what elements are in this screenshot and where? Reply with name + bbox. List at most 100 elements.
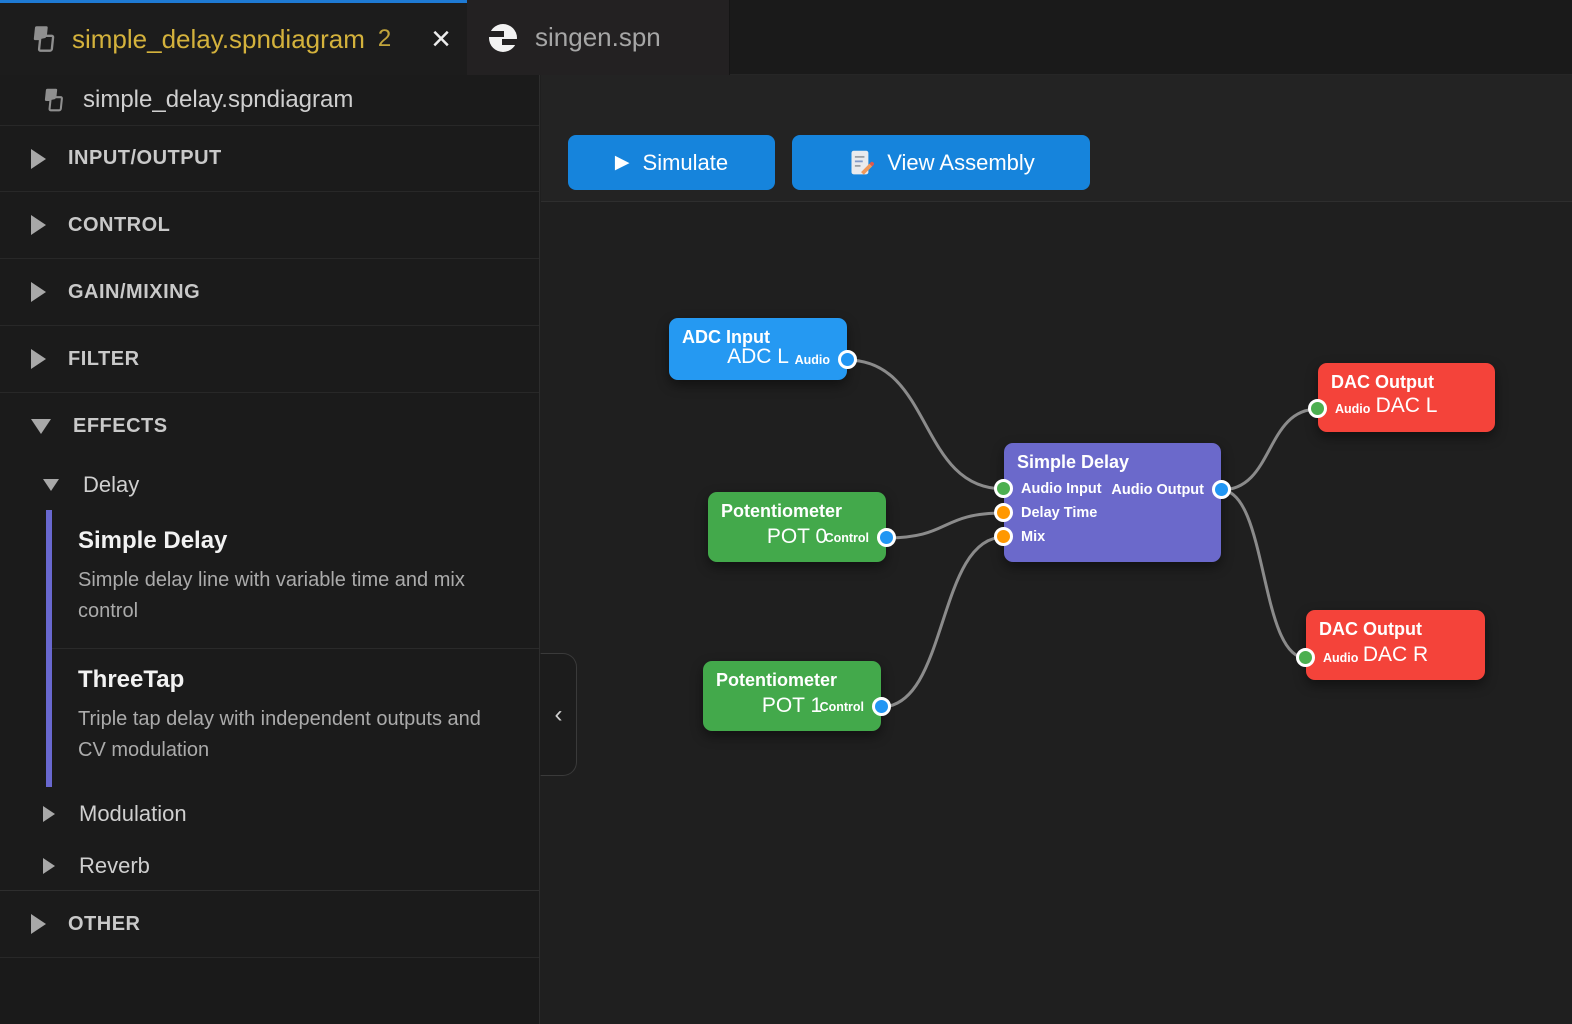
category-label: CONTROL bbox=[68, 213, 171, 236]
sidebar-category-gain-mixing[interactable]: GAIN/MIXING bbox=[0, 259, 539, 326]
port-label: Audio bbox=[1323, 651, 1359, 665]
delay-items-list: Simple Delay Simple delay line with vari… bbox=[46, 510, 539, 787]
category-label: EFFECTS bbox=[73, 415, 168, 437]
breadcrumb-filename: simple_delay.spndiagram bbox=[83, 86, 354, 113]
palette-item-simple-delay[interactable]: Simple Delay Simple delay line with vari… bbox=[52, 510, 539, 648]
port-dac_r-in[interactable] bbox=[1296, 648, 1315, 667]
tab-bar: simple_delay.spndiagram 2 × singen.spn bbox=[0, 0, 1572, 75]
port-label: Control bbox=[819, 700, 864, 714]
port-label: Delay Time bbox=[1021, 505, 1098, 521]
tab-title: simple_delay.spndiagram bbox=[72, 23, 365, 54]
palette-item-threetap[interactable]: ThreeTap Triple tap delay with independe… bbox=[52, 648, 539, 787]
sidebar-category-filter[interactable]: FILTER bbox=[0, 326, 539, 393]
tab-singen-spn[interactable]: singen.spn bbox=[467, 0, 730, 75]
simulate-button[interactable]: ▶ Simulate bbox=[568, 135, 775, 190]
chevron-down-icon bbox=[31, 419, 51, 434]
group-label: Reverb bbox=[79, 852, 150, 878]
port-delay-mix[interactable] bbox=[994, 527, 1013, 546]
chevron-right-icon bbox=[31, 215, 46, 235]
port-pot1-out[interactable] bbox=[872, 697, 891, 716]
sidebar-group-modulation[interactable]: Modulation bbox=[0, 787, 539, 841]
chevron-right-icon bbox=[31, 282, 46, 302]
chevron-down-icon bbox=[43, 479, 59, 491]
port-label: Audio bbox=[1335, 402, 1371, 416]
node-value: POT 1 bbox=[761, 694, 823, 717]
tab-title: singen.spn bbox=[535, 22, 661, 52]
node-title: Simple Delay bbox=[1017, 452, 1130, 472]
node-value: ADC L bbox=[727, 345, 789, 368]
wire-0 bbox=[845, 358, 1006, 491]
chevron-right-icon bbox=[43, 857, 55, 874]
port-delay-delay_time[interactable] bbox=[994, 503, 1013, 522]
sidebar-footer bbox=[0, 958, 539, 1024]
port-label: Control bbox=[824, 531, 869, 545]
node-title: ADC Input bbox=[682, 327, 770, 347]
play-icon: ▶ bbox=[614, 152, 630, 173]
node-value: POT 0 bbox=[766, 525, 828, 548]
item-title: ThreeTap bbox=[78, 666, 185, 693]
category-label: INPUT/OUTPUT bbox=[68, 147, 222, 169]
chevron-left-icon: ‹ bbox=[554, 700, 563, 728]
wire-1 bbox=[884, 511, 1006, 540]
item-title: Simple Delay bbox=[78, 527, 228, 554]
port-label: Audio Input bbox=[1021, 481, 1102, 497]
wire-4 bbox=[1219, 488, 1308, 660]
group-label: Delay bbox=[83, 472, 140, 497]
port-pot0-out[interactable] bbox=[877, 528, 896, 547]
port-dac_l-in[interactable] bbox=[1308, 399, 1327, 418]
sidebar-category-other[interactable]: OTHER bbox=[0, 891, 539, 958]
breadcrumb[interactable]: simple_delay.spndiagram bbox=[0, 75, 539, 125]
chevron-right-icon bbox=[43, 806, 55, 822]
tab-badge: 2 bbox=[377, 25, 392, 52]
port-label: Audio bbox=[794, 353, 830, 367]
port-label: Audio Output bbox=[1111, 482, 1204, 498]
category-label: FILTER bbox=[68, 347, 140, 370]
item-description: Simple delay line with variable time and… bbox=[78, 569, 465, 622]
chevron-right-icon bbox=[31, 914, 46, 934]
diagram-file-icon bbox=[33, 26, 55, 52]
category-label: OTHER bbox=[68, 912, 141, 935]
item-description: Triple tap delay with independent output… bbox=[78, 708, 481, 761]
sidebar-category-control[interactable]: CONTROL bbox=[0, 192, 539, 259]
close-icon[interactable]: × bbox=[431, 20, 451, 58]
sidebar-category-effects[interactable]: EFFECTS bbox=[0, 393, 539, 460]
diagram-file-icon bbox=[44, 88, 63, 112]
port-delay-out[interactable] bbox=[1212, 480, 1231, 499]
node-value: DAC R bbox=[1362, 643, 1429, 666]
chevron-right-icon bbox=[31, 148, 46, 169]
port-label: Mix bbox=[1021, 529, 1046, 545]
group-label: Modulation bbox=[79, 801, 187, 826]
simulate-label: Simulate bbox=[642, 149, 729, 175]
wire-2 bbox=[879, 535, 1006, 709]
wires-layer bbox=[845, 358, 1320, 709]
node-title: DAC Output bbox=[1319, 619, 1422, 639]
sidebar-group-delay[interactable]: Delay bbox=[0, 460, 539, 510]
diagram-toolbar: ▶ Simulate View Assembly bbox=[541, 75, 1572, 202]
spn-file-icon bbox=[489, 23, 517, 52]
sidebar-group-reverb[interactable]: Reverb bbox=[0, 841, 539, 891]
node-value: DAC L bbox=[1375, 394, 1438, 417]
sidebar: simple_delay.spndiagram INPUT/OUTPUT CON… bbox=[0, 75, 540, 1024]
port-adc-out[interactable] bbox=[838, 350, 857, 369]
sidebar-collapse-handle[interactable]: ‹ bbox=[540, 653, 577, 776]
tab-simple-delay-spndiagram[interactable]: simple_delay.spndiagram 2 × bbox=[0, 0, 467, 75]
memo-icon bbox=[851, 150, 875, 175]
node-title: Potentiometer bbox=[721, 501, 843, 521]
sidebar-category-input-output[interactable]: INPUT/OUTPUT bbox=[0, 125, 539, 192]
node-title: Potentiometer bbox=[716, 670, 838, 690]
chevron-right-icon bbox=[31, 349, 46, 369]
node-title: DAC Output bbox=[1331, 372, 1434, 392]
category-label: GAIN/MIXING bbox=[68, 280, 201, 303]
view-assembly-label: View Assembly bbox=[887, 149, 1035, 175]
port-delay-audio_in[interactable] bbox=[994, 479, 1013, 498]
wire-3 bbox=[1219, 407, 1320, 492]
view-assembly-button[interactable]: View Assembly bbox=[792, 135, 1090, 190]
